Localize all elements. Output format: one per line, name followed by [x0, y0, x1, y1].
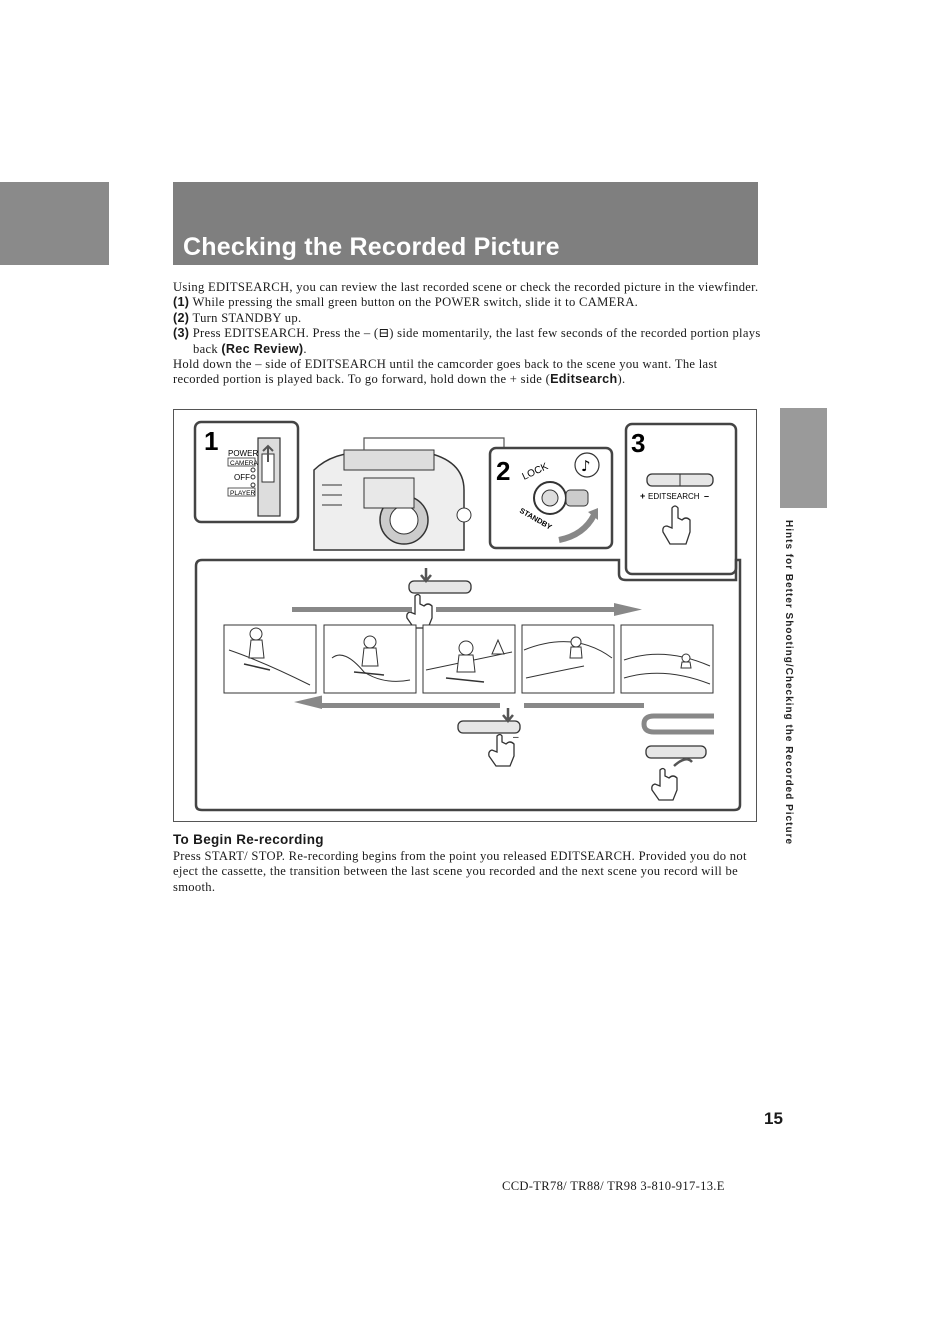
step-2-text: Turn STANDBY up.	[192, 310, 302, 325]
pointing-hand-icon	[651, 767, 678, 801]
step-3-text-b: ) side momentarily, the last few seconds…	[193, 326, 761, 356]
step-3: (3) Press EDITSEARCH. Press the – (⊟) si…	[173, 326, 763, 357]
scene-frame-2	[323, 624, 417, 694]
footer-model-code: CCD-TR78/ TR88/ TR98 3-810-917-13.E	[502, 1179, 725, 1193]
side-section-label: Hints for Better Shooting/Checking the R…	[783, 520, 794, 846]
hold-text: Hold down the – side of EDITSEARCH until…	[173, 357, 718, 387]
side-section-tab	[780, 408, 827, 508]
step-1: (1) While pressing the small green butto…	[173, 295, 763, 310]
step-1-number: (1)	[173, 295, 190, 310]
illustration-figure: 1 POWER CAMERA OFF PLAYER 2 LOCK STA	[173, 409, 757, 822]
rewind-symbol-icon: ⊟	[378, 326, 390, 341]
illustration-svg: 1 POWER CAMERA OFF PLAYER 2 LOCK STA	[193, 420, 742, 812]
release-arrow-icon	[673, 758, 693, 767]
step-3-end: .	[303, 341, 307, 356]
step-3-number: (3)	[173, 326, 190, 341]
rotate-arrowhead-icon	[588, 508, 598, 520]
forward-arrowhead-icon	[614, 603, 642, 616]
title-band: Checking the Recorded Picture	[173, 182, 758, 265]
minus-mark-label: –	[513, 732, 519, 743]
beep-bubble	[574, 452, 600, 478]
camcorder-icon	[313, 449, 472, 551]
step-3-text-a: Press EDITSEARCH. Press the – (	[192, 326, 379, 341]
editsearch-minus-label: –	[704, 491, 709, 501]
step-2-number: (2)	[173, 310, 190, 325]
editsearch-plus-label: +	[640, 491, 645, 501]
camera-label-box	[227, 457, 256, 467]
scene-frame-5	[620, 624, 714, 694]
forward-arrow-shaft-left	[292, 607, 412, 612]
hold-end: ).	[617, 372, 626, 387]
rerecording-body: Press START/ STOP. Re-recording begins f…	[173, 849, 747, 894]
press-arrow-icon	[502, 708, 514, 723]
power-label: POWER	[228, 449, 258, 458]
page-number: 15	[764, 1109, 783, 1128]
off-label: OFF	[234, 473, 250, 482]
step-1-text: While pressing the small green button on…	[192, 295, 639, 310]
press-arrow-icon	[420, 568, 432, 583]
pointing-hand-icon	[406, 593, 433, 629]
player-label: PLAYER	[230, 490, 255, 497]
music-note-icon: ♪	[581, 457, 591, 475]
left-margin-tab	[0, 182, 109, 265]
pointing-hand-icon	[662, 505, 691, 545]
forward-arrow-shaft-right	[436, 607, 616, 612]
step-1-label: 1	[204, 426, 218, 456]
editsearch-label: EDITSEARCH	[648, 492, 700, 501]
indicator-dot-icon	[250, 474, 256, 480]
camera-label: CAMERA	[230, 460, 258, 467]
rec-review-term: (Rec Review)	[221, 341, 304, 356]
scene-frame-1	[223, 624, 317, 694]
step-2-label: 2	[496, 456, 510, 486]
uturn-arrow-icon	[641, 713, 714, 735]
backward-arrow-shaft-right	[524, 703, 644, 708]
rerecording-heading: To Begin Re-recording	[173, 832, 324, 847]
editsearch-button-minus	[457, 720, 521, 734]
editsearch-term: Editsearch	[550, 372, 618, 387]
player-label-box	[227, 487, 256, 497]
indicator-dot-icon	[250, 482, 256, 488]
sequence-panel	[194, 558, 742, 812]
up-arrow-icon	[262, 444, 274, 462]
scene-frame-4	[521, 624, 615, 694]
step-3-label: 3	[631, 428, 645, 458]
backward-arrowhead-icon	[294, 695, 322, 709]
rotate-arrow-icon	[558, 513, 597, 543]
editsearch-button-plus	[408, 580, 472, 594]
scene-frame-3	[422, 624, 516, 694]
editsearch-button-release	[645, 745, 707, 759]
pointing-hand-icon	[488, 733, 515, 767]
intro-paragraph: Using EDITSEARCH, you can review the las…	[173, 280, 759, 294]
step-2: (2) Turn STANDBY up.	[173, 311, 763, 326]
intro-text: Using EDITSEARCH, you can review the las…	[173, 280, 763, 388]
standby-dial-center	[541, 489, 559, 507]
page-title: Checking the Recorded Picture	[183, 233, 560, 261]
step-3-panel	[624, 422, 738, 576]
backward-arrow-shaft-left	[320, 703, 500, 708]
hold-paragraph: Hold down the – side of EDITSEARCH until…	[173, 357, 763, 388]
callout-line	[363, 437, 505, 450]
indicator-dot-icon	[250, 467, 256, 473]
standby-lever	[565, 489, 589, 507]
